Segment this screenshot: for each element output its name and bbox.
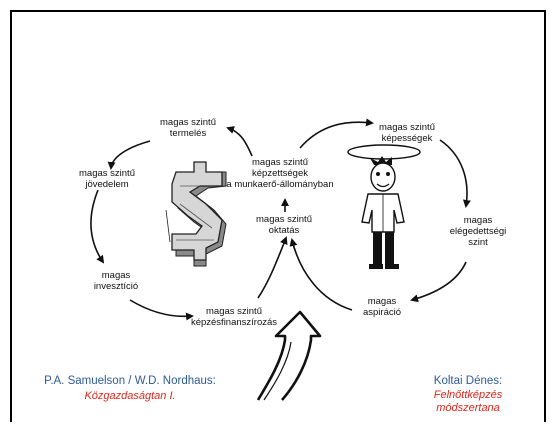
credit-right: Koltai Dénes: Felnőttképzés módszertana	[413, 374, 523, 415]
arrow-skills-to-abilities	[299, 118, 374, 149]
label-production: magas szintű termelés	[160, 117, 216, 139]
credit-right-title-line1: Felnőttképzés	[433, 389, 503, 401]
person-illustration	[347, 144, 421, 269]
label-aspiration: magas aspiráció	[362, 296, 402, 318]
arrow-abilities-to-satisfaction	[439, 139, 471, 208]
label-abilities: magas szintű képességek	[379, 122, 435, 144]
credit-left-author: P.A. Samuelson / W.D. Nordhaus:	[44, 375, 216, 387]
arrow-income-to-investment	[90, 189, 105, 264]
arrow-aspiration-to-education	[289, 238, 353, 311]
label-investment: magas invesztíció	[93, 270, 139, 292]
label-education: magas szintű oktatás	[256, 214, 312, 236]
arrow-financing-to-education	[257, 236, 288, 299]
credit-right-title-line2: módszertana	[436, 402, 500, 414]
label-financing: magas szintű képzésfinanszírozás	[190, 306, 278, 328]
arrow-satisfaction-to-aspiration	[410, 261, 467, 303]
slide-frame	[10, 10, 546, 422]
arrow-skills-to-production	[226, 126, 253, 157]
credit-left-title: Közgazdaságtan I.	[84, 390, 176, 402]
arrow-investment-to-financing	[129, 299, 194, 321]
dollar-sign-illustration	[165, 161, 227, 267]
upward-hollow-arrow	[256, 310, 322, 401]
arrow-production-to-income	[107, 140, 151, 170]
label-skills-workforce: magas szintű képzettségek a munkaerő-áll…	[226, 157, 334, 190]
label-income: magas szintű jövedelem	[79, 168, 135, 190]
credit-left: P.A. Samuelson / W.D. Nordhaus: Közgazda…	[30, 374, 230, 404]
credit-right-author: Koltai Dénes:	[433, 375, 503, 387]
label-satisfaction: magas elégedettségi szint	[449, 215, 507, 248]
